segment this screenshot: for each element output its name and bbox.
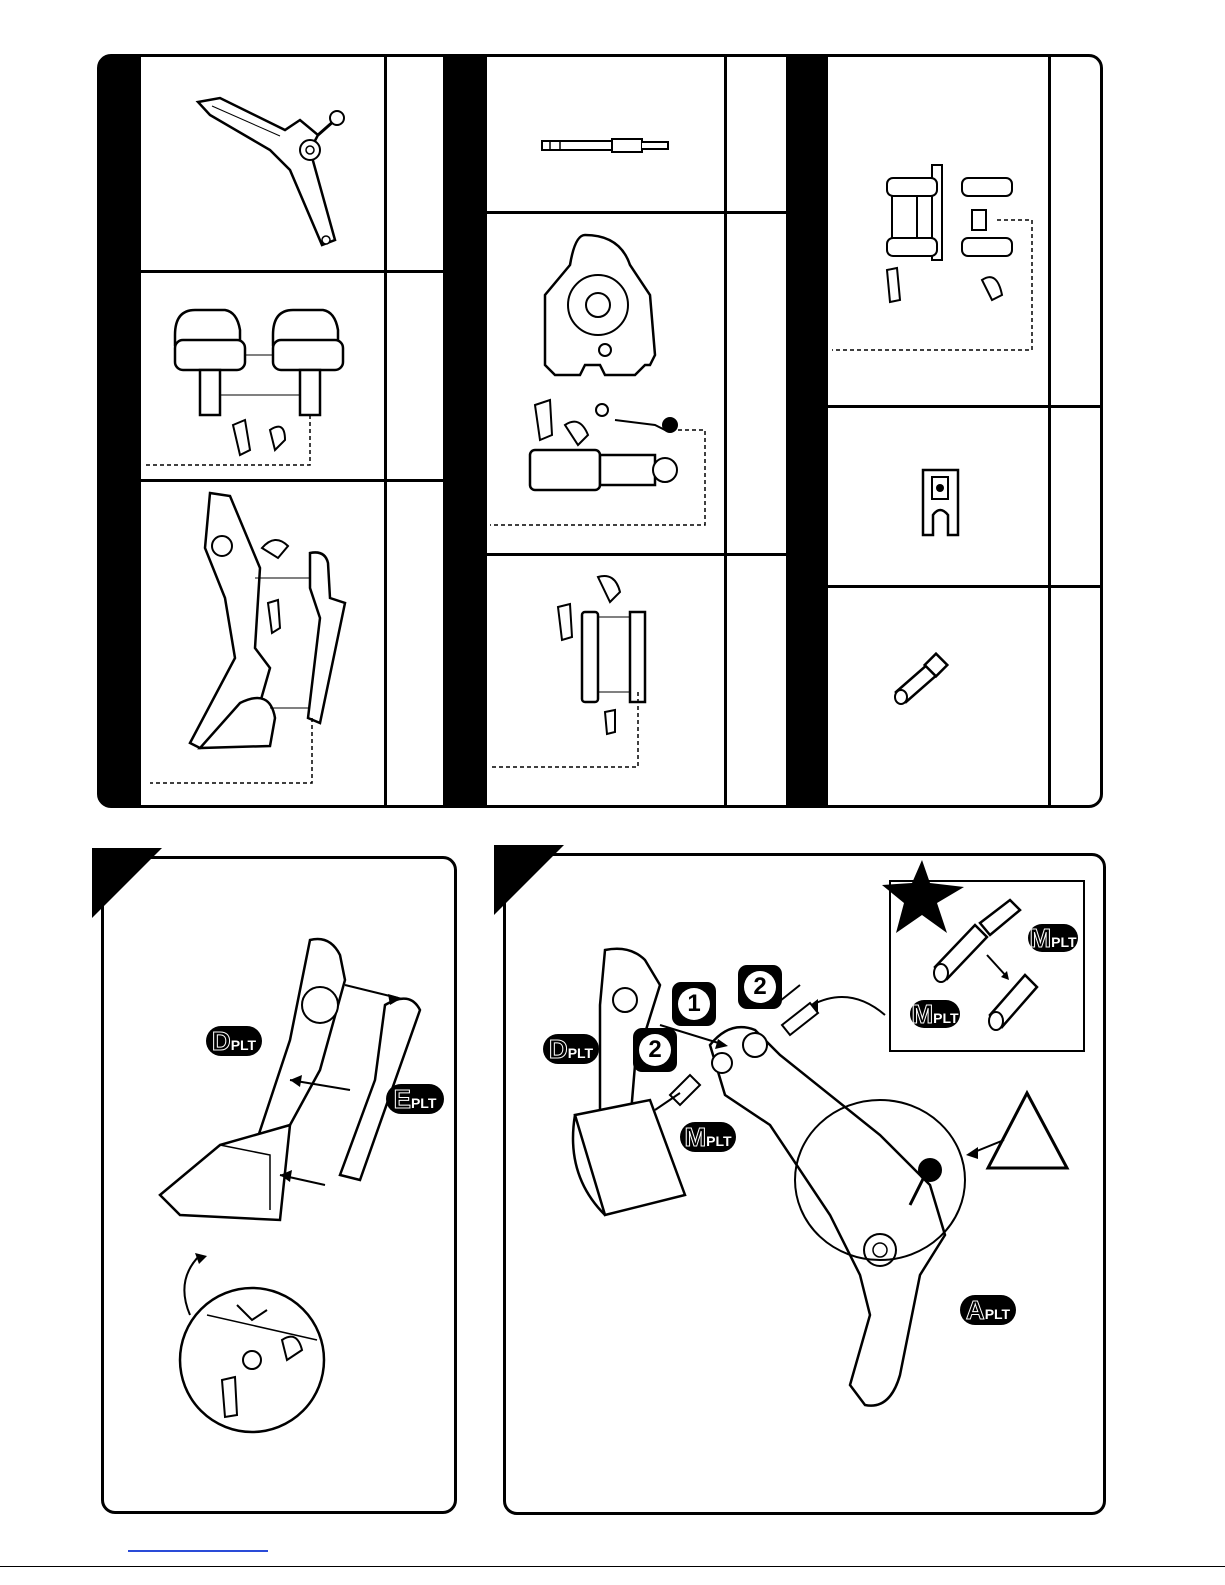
side-brackets-part [145, 300, 375, 470]
sequence-1: 1 [672, 982, 716, 1026]
tube-clamp-part [490, 572, 650, 772]
row-rule-c2b [443, 553, 786, 556]
page-bottom-rule [0, 1566, 1225, 1567]
parts-column-1-bar [99, 57, 141, 805]
hinge-housing-part [490, 225, 710, 530]
row-rule-c3a [786, 405, 1101, 408]
footer-link-underline[interactable] [128, 1550, 268, 1552]
step-left-corner-badge [92, 848, 164, 920]
qty-column-rule-3 [1048, 57, 1051, 805]
bucket-arm-halves-part [150, 488, 360, 788]
row-rule-c2a [443, 211, 786, 214]
row-rule-c1b [99, 479, 443, 482]
parts-column-3-bar [786, 57, 828, 805]
qty-column-rule-1 [384, 57, 387, 805]
lever-arm-part [190, 90, 350, 250]
bracket-set-part [832, 160, 1042, 355]
row-rule-c3b [786, 585, 1101, 588]
sequence-2-left: 2 [633, 1028, 677, 1072]
threaded-rod-part [540, 136, 670, 156]
step-right-corner-badge [494, 845, 566, 917]
parts-column-2-bar [443, 57, 487, 805]
warning-arrow [962, 1135, 1007, 1160]
warning-triangle-icon [985, 1088, 1070, 1173]
fork-clip-part [918, 465, 968, 540]
magnify-circle-icon [177, 1285, 327, 1435]
sequence-2-top: 2 [738, 965, 782, 1009]
row-rule-c1a [99, 270, 443, 273]
pivot-pin-part [888, 652, 953, 707]
qty-column-rule-2 [724, 57, 727, 805]
bucket-assembly-drawing [140, 930, 440, 1230]
